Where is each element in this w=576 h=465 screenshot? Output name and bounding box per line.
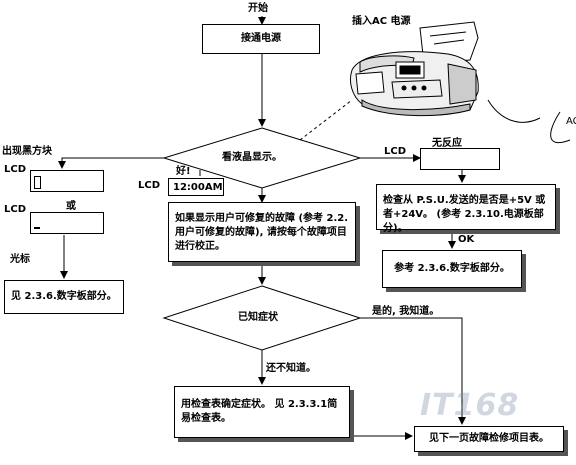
label-cursor: 光标 <box>10 254 30 265</box>
cursor-icon <box>34 227 40 229</box>
label-black-block: 出现黑方块 <box>2 146 52 157</box>
label-ac-edge: AC <box>566 116 576 127</box>
label-lcd-left-top: LCD <box>4 164 27 175</box>
box-psu-check: 检查从 P.S.U.发送的是否是+5V 或者+24V。 (参考 2.3.10.电… <box>376 184 556 234</box>
lcd-time-display: 12:00AM <box>168 178 224 196</box>
ac-cord-curve <box>550 111 571 144</box>
label-lcd-right: LCD <box>384 146 407 157</box>
lcd-right <box>420 148 500 170</box>
box-next-page: 见下一页故障检修项目表。 <box>414 426 564 452</box>
box-checklist: 用检查表确定症状。 见 2.3.3.1简易检查表。 <box>174 386 350 438</box>
label-lcd-left-bottom: LCD <box>4 204 27 215</box>
box-power-on: 接通电源 <box>202 24 320 54</box>
box-check-lcd: 看液晶显示。 <box>222 152 282 163</box>
box-keypad-left: 见 2.3.6.数字板部分。 <box>4 280 124 314</box>
label-good: 好! <box>176 166 191 177</box>
arrow-diamond-left <box>58 157 164 169</box>
arrow-yes-nextpage <box>360 317 466 425</box>
label-yes-i-know: 是的, 我知道。 <box>372 306 440 317</box>
ac-cord-top <box>487 99 541 123</box>
box-user-fault: 如果显示用户可修复的故障 (参考 2.2. 用户可修复的故障), 请按每个故障项… <box>168 202 356 262</box>
lcd-left-top <box>30 170 104 192</box>
dashed-line-to-fax <box>299 99 353 141</box>
box-known-symptom: 已知症状 <box>238 312 278 323</box>
label-not-yet: 还不知道。 <box>266 363 316 374</box>
box-keypad-right: 参考 2.3.6.数字板部分。 <box>382 250 522 288</box>
label-or: 或 <box>66 201 76 212</box>
label-no-response: 无反应 <box>432 138 462 149</box>
label-lcd-middle: LCD <box>138 180 161 191</box>
fax-machine-illustration <box>349 21 479 117</box>
label-start: 开始 <box>248 3 268 14</box>
label-ok: OK <box>458 234 475 245</box>
watermark-logo: IT168 <box>420 388 520 423</box>
black-block-icon <box>34 176 41 189</box>
lcd-left-bottom <box>30 212 104 234</box>
label-plug-in-ac: 插入AC 电源 <box>352 16 411 27</box>
